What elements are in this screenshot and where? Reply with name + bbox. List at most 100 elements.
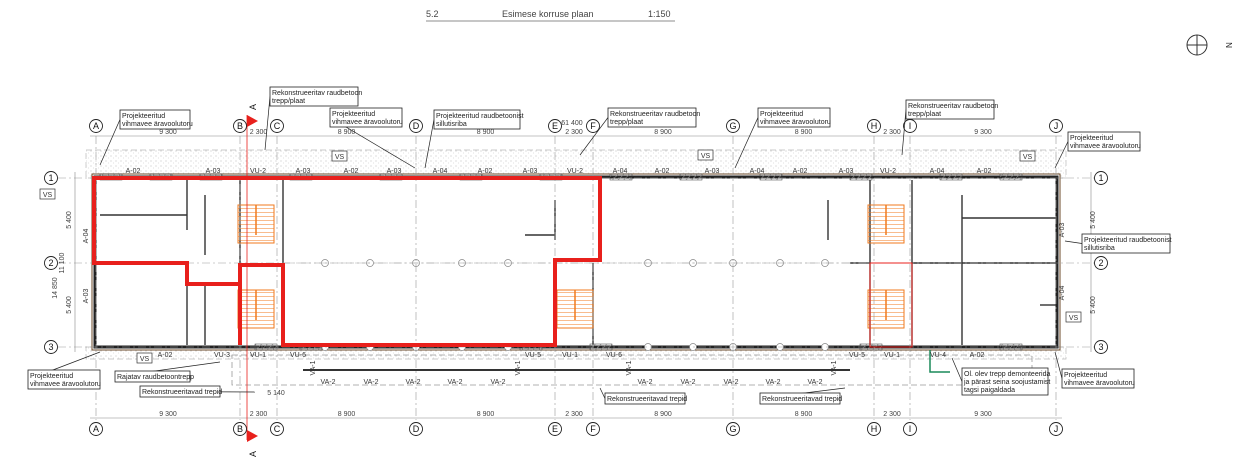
overall-dimension: 61 400 (561, 120, 583, 127)
bottom-wall-tag: VU-1 (250, 352, 266, 359)
grid-label-G: G (729, 424, 736, 434)
grid-label-2: 2 (48, 258, 53, 268)
vs-tag-box (136, 352, 153, 364)
annotation-text: Rajatav raudbetoontrepp (117, 374, 194, 381)
annotation-text: Projekteeritud (30, 373, 73, 380)
annotation-box (329, 107, 403, 128)
side-wall-tag: A-04 (1059, 286, 1066, 301)
annotation-callout: Rekonstrueeritavad trepid (139, 385, 256, 398)
annotation-text: vihmavee äravoolutoru (122, 121, 193, 128)
annotation-text: vihmavee äravoolutoru (1070, 143, 1141, 150)
top-dimension: 2 300 (250, 129, 268, 136)
top-dimension: 8 900 (477, 129, 495, 136)
grid-label-D: D (413, 121, 420, 131)
grid-label-H: H (871, 121, 878, 131)
leader-line (424, 119, 435, 169)
grid-bubble-A (89, 119, 103, 133)
bottom-wall-tag: VA-1 (831, 360, 838, 375)
grid-bubble-3 (1094, 340, 1108, 354)
annotation-callout: Rekonstrueeritavad trepid (759, 387, 846, 405)
top-wall-tag: A-02 (126, 168, 141, 175)
annotation-box (604, 392, 686, 405)
vs-tag-box (697, 149, 714, 161)
bottom-dimension: 9 300 (159, 411, 177, 418)
grid-label-B: B (237, 424, 243, 434)
grid-label-E: E (552, 424, 558, 434)
bottom-wall-tag: A-02 (158, 352, 173, 359)
section-label-bottom: A (248, 451, 258, 457)
top-wall-tag: A-03 (839, 168, 854, 175)
left-dimension: 5 400 (66, 211, 73, 229)
annotation-text: Rekonstrueeritav raudbetoon (272, 90, 362, 97)
grid-bubble-H (867, 119, 881, 133)
left-dimension: 11 100 (59, 252, 66, 273)
annotation-box (139, 385, 221, 398)
top-dimension: 8 900 (795, 129, 813, 136)
annotation-text: vihmavee äravoolutoru (30, 381, 101, 388)
annotation-box (1081, 233, 1171, 254)
annotation-text: sillutisriba (436, 121, 467, 128)
top-wall-tag: A-03 (296, 168, 311, 175)
top-wall-tag: A-03 (206, 168, 221, 175)
annotation-text: Projekteeritud (122, 113, 165, 120)
annotation-text: vihmavee äravoolutoru (1064, 380, 1135, 387)
grid-label-H: H (871, 424, 878, 434)
vs-tag-box (1065, 311, 1082, 323)
grid-label-F: F (590, 121, 596, 131)
leader-line (901, 109, 907, 156)
bottom-wall-tag: VU-1 (562, 352, 578, 359)
highlighted-area-outline (92, 176, 602, 347)
grid-label-E: E (552, 121, 558, 131)
bottom-dimension: 2 300 (565, 411, 583, 418)
leader-line (1054, 351, 1063, 379)
grid-bubble-C (270, 422, 284, 436)
bottom-wall-tag: VU-3 (214, 352, 230, 359)
top-wall-tag: A-02 (655, 168, 670, 175)
grid-label-J: J (1054, 121, 1059, 131)
stairs (237, 204, 905, 329)
annotation-text: ja pärast seina soojustamist (963, 379, 1050, 386)
grid-bubble-J (1049, 422, 1063, 436)
annotation-text: Projekteeritud (332, 111, 375, 118)
wall-pier (759, 173, 783, 181)
title-scale: 1:150 (648, 9, 671, 19)
annotation-text: trepp/plaat (908, 111, 941, 118)
wall-pier (849, 173, 873, 181)
top-wall-tag: A-02 (478, 168, 493, 175)
north-label: N (1225, 42, 1234, 48)
annotation-box (1061, 368, 1135, 389)
annotation-text: Projekteeritud (1070, 135, 1113, 142)
grid-label-3: 3 (48, 342, 53, 352)
annotation-text: Projekteeritud (1064, 372, 1107, 379)
vs-tag-box (1019, 150, 1036, 162)
grid-bubble-C (270, 119, 284, 133)
annotation-box (759, 392, 841, 405)
leader-line (599, 387, 606, 399)
bottom-wall-tag: VU-4 (930, 352, 946, 359)
bottom-wall-tag: VU-5 (849, 352, 865, 359)
bottom-wall-tag: VA-1 (626, 360, 633, 375)
bottom-dimension: 8 900 (477, 411, 495, 418)
left-dimension: 5 400 (66, 296, 73, 314)
wall-pier (939, 173, 963, 181)
top-wall-tag: A-04 (613, 168, 628, 175)
grid-bubble-G (726, 422, 740, 436)
leader-line (951, 357, 963, 382)
bottom-wall-tag: VA-2 (723, 379, 738, 386)
bottom-wall-tag: A-02 (970, 352, 985, 359)
leader-line (1054, 141, 1069, 169)
annotation-text: Rekonstrueeritavad trepid (142, 389, 222, 396)
bottom-dimension: 8 900 (654, 411, 672, 418)
annotation-text: trepp/plaat (610, 119, 643, 126)
bottom-dimension: 8 900 (795, 411, 813, 418)
grid-label-1: 1 (1098, 173, 1103, 183)
stair-dimension: 5 140 (267, 390, 285, 397)
section-label-top: A (248, 104, 258, 110)
top-dimension: 9 300 (159, 129, 177, 136)
annotation-callout: Rekonstrueeritav raudbetoontrepp/plaat (579, 107, 700, 156)
